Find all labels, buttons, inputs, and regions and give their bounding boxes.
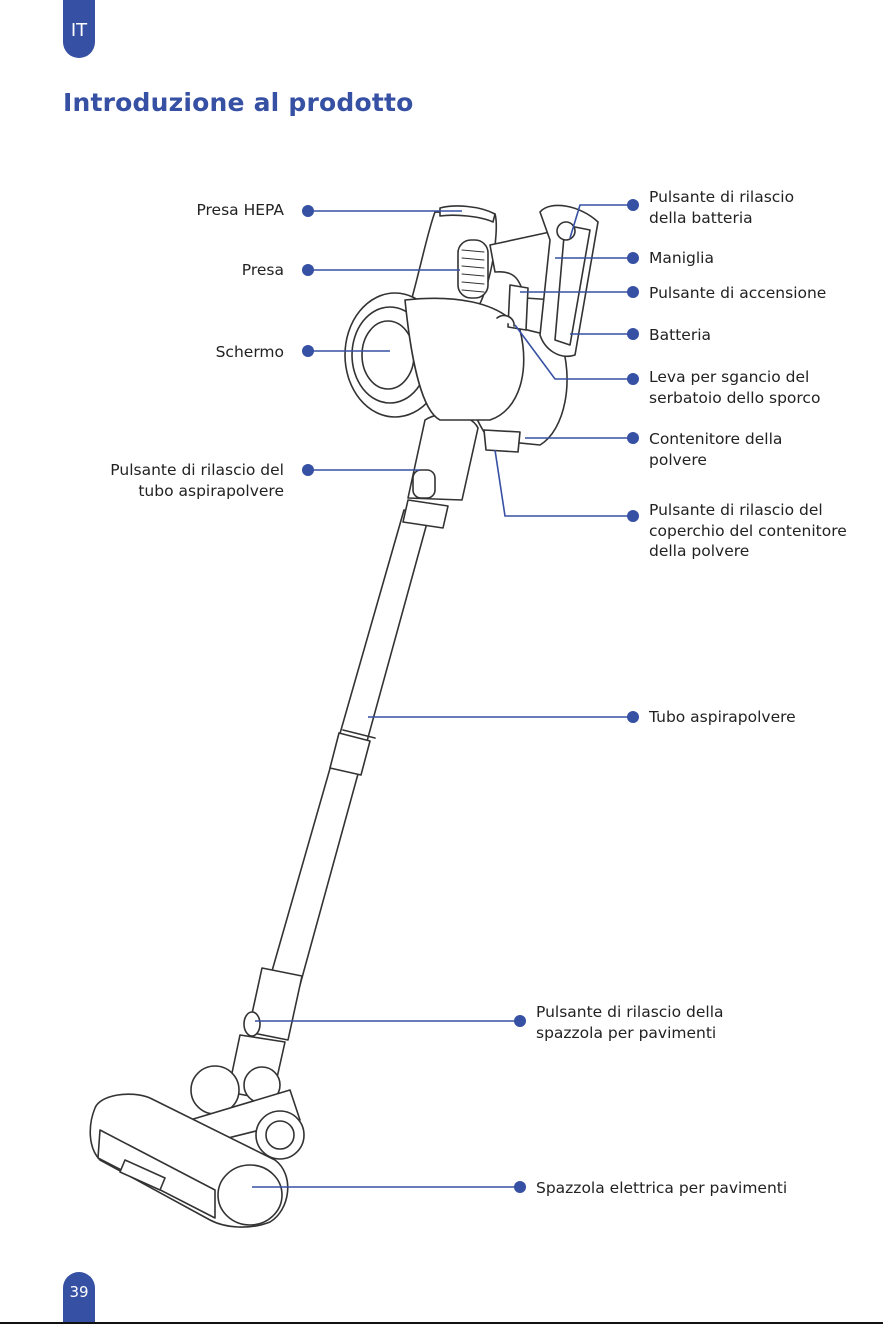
label-rilascio-tubo: Pulsante di rilascio del tubo aspirapolv… bbox=[110, 460, 284, 501]
dot-presa bbox=[302, 264, 314, 276]
label-presa-text: Presa bbox=[241, 261, 284, 279]
dot-rilascio-batteria bbox=[627, 199, 639, 211]
leader-rilascio-batteria bbox=[569, 204, 633, 239]
label-contenitore-line2: polvere bbox=[649, 450, 707, 469]
language-tab-label: IT bbox=[70, 20, 88, 41]
language-tab: IT bbox=[63, 0, 95, 58]
label-coperchio-line2: coperchio del contenitore bbox=[649, 521, 847, 540]
label-accensione-text: Pulsante di accensione bbox=[649, 284, 827, 302]
dot-schermo bbox=[302, 345, 314, 357]
label-coperchio: Pulsante di rilascio del coperchio del c… bbox=[649, 500, 847, 562]
dot-accensione bbox=[627, 286, 639, 298]
handle-drawing bbox=[489, 204, 599, 357]
label-contenitore: Contenitore della polvere bbox=[649, 429, 782, 470]
bottom-rule bbox=[0, 1322, 883, 1324]
leader-lines bbox=[252, 204, 633, 1188]
label-leva: Leva per sgancio del serbatoio dello spo… bbox=[649, 367, 820, 408]
label-schermo-text: Schermo bbox=[215, 343, 284, 361]
label-rilascio-batteria-line2: della batteria bbox=[649, 208, 753, 227]
label-schermo: Schermo bbox=[216, 342, 284, 363]
dot-leva bbox=[627, 373, 639, 385]
label-rilascio-batteria: Pulsante di rilascio della batteria bbox=[649, 187, 794, 228]
page-number: 39 bbox=[63, 1272, 95, 1324]
label-spazzola-rilascio-line1: Pulsante di rilascio della bbox=[536, 1003, 724, 1021]
dot-rilascio-tubo bbox=[302, 464, 314, 476]
label-presa-hepa-text: Presa HEPA bbox=[196, 201, 284, 219]
label-coperchio-line3: della polvere bbox=[649, 542, 750, 560]
label-contenitore-line1: Contenitore della bbox=[649, 430, 783, 448]
label-leva-line1: Leva per sgancio del bbox=[649, 368, 810, 386]
dot-tubo bbox=[627, 711, 639, 723]
label-tubo-text: Tubo aspirapolvere bbox=[649, 708, 796, 726]
label-spazzola-rilascio: Pulsante di rilascio della spazzola per … bbox=[536, 1002, 724, 1043]
dot-contenitore bbox=[627, 432, 639, 444]
label-spazzola-rilascio-line2: spazzola per pavimenti bbox=[536, 1023, 717, 1042]
label-accensione: Pulsante di accensione bbox=[649, 283, 826, 304]
label-maniglia: Maniglia bbox=[649, 248, 714, 269]
dot-presa-hepa bbox=[302, 205, 314, 217]
page-number-text: 39 bbox=[69, 1283, 89, 1301]
label-presa: Presa bbox=[242, 260, 284, 281]
label-rilascio-tubo-line2: tubo aspirapolvere bbox=[138, 481, 284, 500]
body-drawing bbox=[344, 205, 568, 501]
label-spazzola-elettrica-text: Spazzola elettrica per pavimenti bbox=[536, 1179, 788, 1197]
label-presa-hepa: Presa HEPA bbox=[196, 200, 284, 221]
dot-spazzola-elettrica bbox=[514, 1181, 526, 1193]
label-batteria: Batteria bbox=[649, 325, 711, 346]
label-maniglia-text: Maniglia bbox=[649, 249, 714, 267]
tube-drawing bbox=[269, 499, 449, 986]
dot-maniglia bbox=[627, 252, 639, 264]
label-batteria-text: Batteria bbox=[649, 326, 711, 344]
label-coperchio-line1: Pulsante di rilascio del bbox=[649, 501, 823, 519]
page-title: Introduzione al prodotto bbox=[63, 88, 414, 117]
leader-coperchio bbox=[494, 449, 633, 517]
vacuum-illustration bbox=[89, 204, 599, 1228]
floor-brush-drawing bbox=[89, 1093, 305, 1228]
label-rilascio-tubo-line1: Pulsante di rilascio del bbox=[110, 461, 284, 479]
leader-dots bbox=[302, 199, 639, 1193]
dot-batteria bbox=[627, 328, 639, 340]
label-tubo: Tubo aspirapolvere bbox=[649, 707, 796, 728]
label-spazzola-elettrica: Spazzola elettrica per pavimenti bbox=[536, 1178, 787, 1199]
label-leva-line2: serbatoio dello sporco bbox=[649, 388, 821, 407]
label-rilascio-batteria-line1: Pulsante di rilascio bbox=[649, 188, 795, 206]
leader-leva bbox=[514, 324, 633, 380]
dot-coperchio bbox=[627, 510, 639, 522]
dot-spazzola-rilascio bbox=[514, 1015, 526, 1027]
